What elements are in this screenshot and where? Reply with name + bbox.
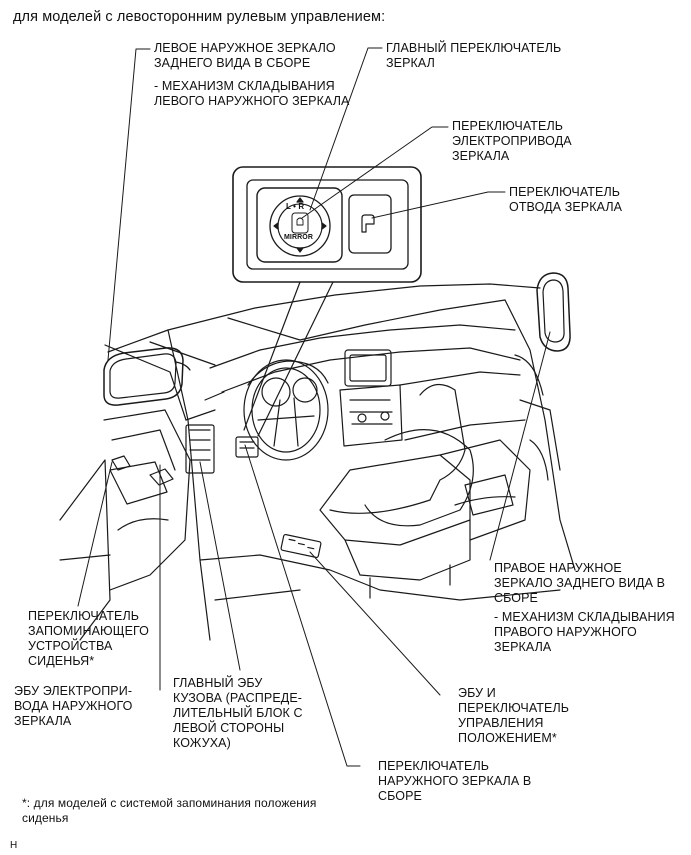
- left-mirror-drawing: [103, 347, 191, 406]
- label-body-ecu: ГЛАВНЫЙ ЭБУ КУЗОВА (РАСПРЕДЕ- ЛИТЕЛЬНЫЙ …: [173, 676, 303, 750]
- switch-panel-inset: [232, 166, 422, 437]
- label-mirror-ecu: ЭБУ ЭЛЕКТРОПРИ- ВОДА НАРУЖНОГО ЗЕРКАЛА: [14, 684, 133, 728]
- label-retract-switch: ПЕРЕКЛЮЧАТЕЛЬ ОТВОДА ЗЕРКАЛА: [509, 185, 623, 214]
- label-right-fold: - МЕХАНИЗМ СКЛАДЫВАНИЯ ПРАВОГО НАРУЖНОГО…: [494, 610, 675, 654]
- figure-code: H: [10, 840, 18, 851]
- label-left-fold: - МЕХАНИЗМ СКЛАДЫВАНИЯ ЛЕВОГО НАРУЖНОГО …: [154, 79, 350, 108]
- label-right-mirror: ПРАВОЕ НАРУЖНОЕ ЗЕРКАЛО ЗАДНЕГО ВИДА В С…: [494, 561, 666, 605]
- label-position-ecu: ЭБУ И ПЕРЕКЛЮЧАТЕЛЬ УПРАВЛЕНИЯ ПОЛОЖЕНИЕ…: [458, 686, 570, 745]
- label-main-switch: ГЛАВНЫЙ ПЕРЕКЛЮЧАТЕЛЬ ЗЕРКАЛ: [386, 41, 562, 70]
- label-left-mirror: ЛЕВОЕ НАРУЖНОЕ ЗЕРКАЛО ЗАДНЕГО ВИДА В СБ…: [154, 41, 336, 70]
- label-power-switch: ПЕРЕКЛЮЧАТЕЛЬ ЭЛЕКТРОПРИВОДА ЗЕРКАЛА: [452, 119, 572, 163]
- footnote: *: для моделей с системой запоминания по…: [22, 796, 317, 825]
- header-note: для моделей с левосторонним рулевым упра…: [13, 9, 386, 25]
- leader-lines: [77, 47, 551, 767]
- switch-mirror-label: MIRROR: [284, 234, 313, 241]
- right-mirror-drawing: [536, 272, 571, 352]
- switch-lr-label: L • R: [286, 202, 305, 211]
- label-memory-switch: ПЕРЕКЛЮЧАТЕЛЬ ЗАПОМИНАЮЩЕГО УСТРОЙСТВА С…: [28, 609, 149, 668]
- interior-outline: [59, 283, 576, 641]
- label-outer-switch: ПЕРЕКЛЮЧАТЕЛЬ НАРУЖНОГО ЗЕРКАЛА В СБОРЕ: [378, 759, 532, 803]
